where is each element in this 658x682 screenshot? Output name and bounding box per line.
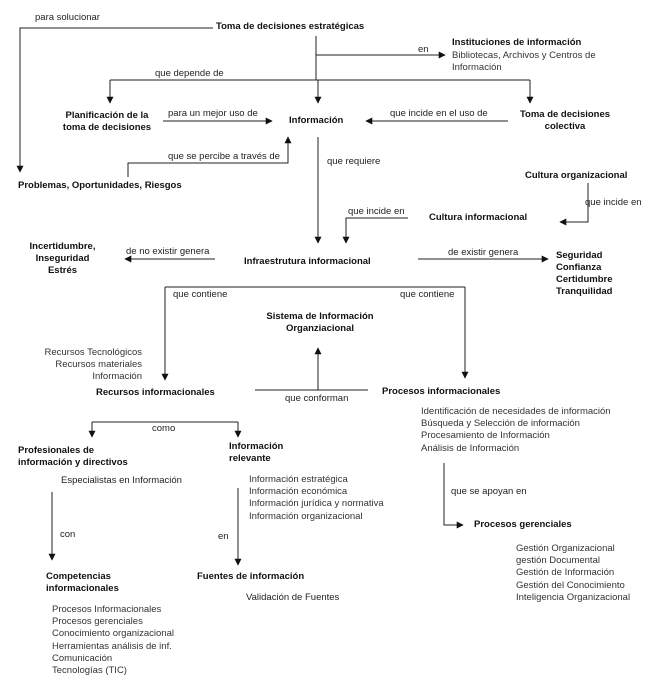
label-como: como [152,423,176,434]
list-item: Búsqueda y Selección de información [421,418,580,430]
list-item: Recursos materiales [55,359,142,371]
label-en-1: en [418,44,429,55]
node-cultura-informacional: Cultura informacional [429,212,528,223]
edge-para-solucionar [16,27,213,173]
label-que-depende-de: que depende de [155,68,224,79]
list-item: Gestión Organizacional [516,543,615,554]
label-para-mejor-uso: para un mejor uso de [168,108,258,119]
edge-cult-info [342,217,408,244]
list-item: Gestión de Información [516,567,615,579]
list-item: Comunicación [52,652,113,664]
label-para-solucionar: para solucionar [35,12,100,23]
edge-cult-org [559,183,589,226]
list-item: Bibliotecas, Archivos y Centros de [452,50,596,61]
label-con: con [60,529,76,540]
node-toma-estrategicas: Toma de decisiones estratégicas [216,21,365,32]
label-que-contiene-1: que contiene [173,289,228,300]
node-toma-colectiva: Toma de decisiones colectiva [519,109,611,132]
list-item: Información económica [249,486,348,498]
node-recursos-list: Recursos Tecnológicos Recursos materiale… [30,347,142,384]
node-problemas: Problemas, Oportunidades, Riesgos [18,180,182,191]
list-item: Herramientas análisis de inf. [52,640,172,652]
node-procesos-info: Procesos informacionales [382,386,501,397]
node-incertidumbre: Incertidumbre, Inseguridad Estrés [29,241,96,276]
node-instituciones: Instituciones de información [452,37,582,48]
node-info-relevante-list: Información estratégica Información econ… [249,474,384,523]
node-instituciones-sub: Bibliotecas, Archivos y Centros de Infor… [452,50,596,74]
list-item: Gestión del Conocimiento [516,579,625,591]
node-info-relevante: Información relevante [229,441,284,464]
node-procesos-info-list: Identificación de necesidades de informa… [421,406,611,455]
list-item: gestión Documental [516,555,600,567]
label-que-requiere: que requiere [327,156,381,167]
node-recursos: Recursos informacionales [96,387,215,398]
node-especialistas: Especialistas en Información [61,475,182,486]
list-item: Procesos gerenciales [52,616,143,628]
node-fuentes: Fuentes de información [197,571,305,582]
list-item: Recursos Tecnológicos [44,347,142,358]
list-item: Análisis de Información [421,442,520,454]
label-en-2: en [218,531,229,542]
list-item: Identificación de necesidades de informa… [421,406,611,417]
label-que-se-percibe: que se percibe a través de [168,151,280,162]
node-seguridad: Seguridad Confianza Certidumbre Tranquil… [556,250,613,297]
list-item: Información [452,62,502,74]
list-item: Información [92,371,142,383]
label-que-incide-en-2: que incide en [585,197,642,208]
list-item: Procesamiento de Información [421,430,550,442]
node-validacion: Validación de Fuentes [246,592,340,603]
node-procesos-gerenciales: Procesos gerenciales [474,519,572,530]
edge-se-percibe [127,136,292,177]
edge-apoyan [443,463,464,529]
label-que-se-apoyan: que se apoyan en [451,486,527,497]
node-infraestrutura: Infraestrutura informacional [244,256,371,267]
label-que-contiene-2: que contiene [400,289,455,300]
node-procesos-gerenciales-list: Gestión Organizacional gestión Documenta… [516,543,630,604]
label-de-existir: de existir genera [448,247,519,258]
label-que-incide-en-1: que incide en [348,206,405,217]
list-item: Información jurídica y normativa [249,498,384,510]
node-informacion: Información [289,115,344,126]
list-item: Información organizacional [249,510,363,522]
node-profesionales: Profesionales de información y directivo… [18,445,128,468]
label-que-incide-uso: que incide en el uso de [390,108,488,119]
node-cultura-organizacional: Cultura organizacional [525,170,628,181]
node-competencias: Competencias informacionales [46,571,119,594]
node-sistema: Sistema de Información Organziacional [266,311,374,334]
list-item: Tecnologías (TIC) [52,665,127,677]
list-item: Conocimiento organizacional [52,628,174,640]
list-item: Procesos Informacionales [52,604,162,615]
node-competencias-list: Procesos Informacionales Procesos gerenc… [52,604,174,677]
list-item: Inteligencia Organizacional [516,591,631,603]
label-de-no-existir: de no existir genera [126,246,210,257]
label-que-conforman: que conforman [285,393,349,404]
node-planificacion: Planificación de la toma de decisiones [62,110,152,133]
list-item: Información estratégica [249,474,348,485]
